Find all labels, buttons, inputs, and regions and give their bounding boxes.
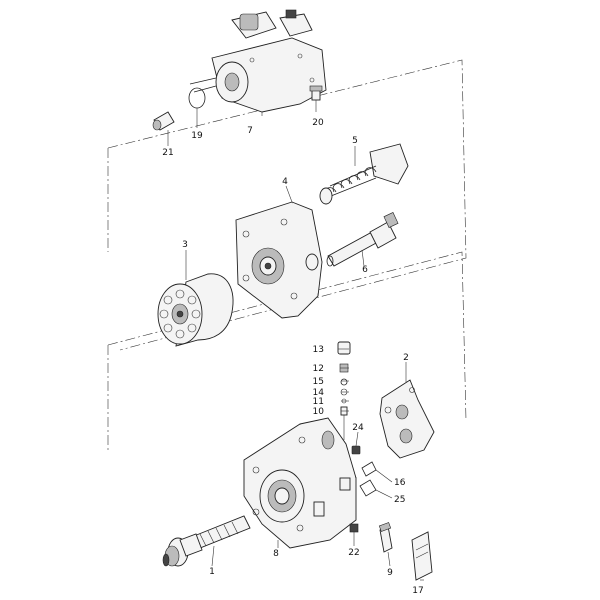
bolt-part bbox=[309, 85, 323, 112]
callout-17: 17 bbox=[412, 586, 423, 596]
leader-lines bbox=[338, 348, 349, 412]
callout-13: 13 bbox=[313, 345, 324, 355]
control-shaft-part bbox=[326, 212, 399, 267]
port-block-part bbox=[235, 185, 323, 319]
bracket-part bbox=[379, 362, 435, 459]
callout-5: 5 bbox=[352, 136, 358, 146]
valve-stack-parts bbox=[337, 341, 351, 440]
callout-22: 22 bbox=[348, 548, 359, 558]
name-plate-part bbox=[411, 531, 433, 581]
adjust-bolt-part bbox=[378, 522, 393, 567]
callout-1: 1 bbox=[209, 567, 215, 577]
callout-12: 12 bbox=[313, 364, 324, 374]
callout-6: 6 bbox=[362, 265, 368, 275]
callout-4: 4 bbox=[282, 177, 288, 187]
callout-16: 16 bbox=[394, 478, 406, 488]
callout-3: 3 bbox=[182, 240, 188, 250]
fitting-parts bbox=[359, 461, 393, 499]
callout-15: 15 bbox=[313, 377, 324, 387]
pump-assembly-part bbox=[189, 9, 327, 116]
callout-21: 20 bbox=[312, 118, 324, 128]
callout-9: 9 bbox=[387, 568, 393, 578]
callout-14: 14 bbox=[313, 388, 325, 398]
callout-7: 7 bbox=[247, 126, 253, 136]
drain-plug-part bbox=[349, 523, 359, 546]
spring-part bbox=[319, 143, 409, 205]
callout-24: 24 bbox=[352, 423, 364, 433]
callout-11: 11 bbox=[313, 397, 324, 407]
main-housing-part bbox=[243, 417, 357, 549]
drive-shaft-part bbox=[162, 515, 251, 567]
callout-19: 19 bbox=[191, 131, 203, 141]
bushing-part bbox=[152, 111, 175, 146]
cylinder-block-part bbox=[157, 250, 234, 347]
callout-25: 25 bbox=[394, 495, 405, 505]
o-ring-part bbox=[188, 87, 206, 128]
plug-part bbox=[351, 431, 361, 455]
callout-10: 10 bbox=[313, 407, 325, 417]
callout-labels: 7 20 19 21 5 4 3 6 13 12 15 14 11 10 2 2… bbox=[162, 118, 423, 596]
callout-2: 2 bbox=[403, 353, 409, 363]
callout-20: 21 bbox=[162, 148, 173, 158]
callout-8: 8 bbox=[273, 549, 279, 559]
